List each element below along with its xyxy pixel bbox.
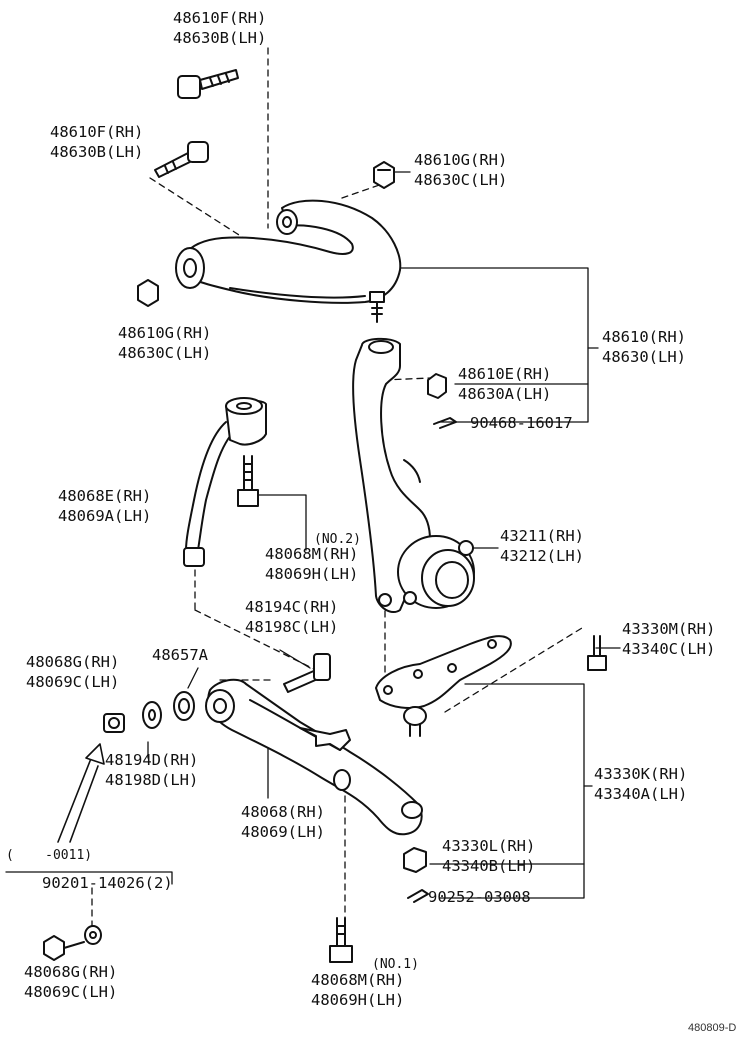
label-lower-cotter-pin: 90252-03008 xyxy=(428,888,531,906)
label-washer-part: 90201-14026(2) xyxy=(42,874,173,892)
label-line: 48069H(LH) xyxy=(265,565,359,583)
lower-ball-nut xyxy=(403,847,427,873)
lower-washer xyxy=(142,701,162,729)
upper-cotter-pin xyxy=(433,417,457,429)
label-production-range: ( -0011) xyxy=(6,848,93,863)
strut-nut-left xyxy=(103,713,125,733)
label-line: 48630(LH) xyxy=(602,348,686,366)
label-strut-bar: 48068E(RH) 48069A(LH) xyxy=(58,486,151,526)
lower-control-arm xyxy=(205,678,423,836)
label-line: 48630C(LH) xyxy=(118,344,212,362)
label-line: 48069C(LH) xyxy=(24,983,118,1001)
label-line: 48610F(RH) xyxy=(173,9,267,27)
upper-bolt-left xyxy=(154,141,209,178)
label-strut-nut-left: 48068G(RH) 48069C(LH) xyxy=(26,652,119,692)
bushing-retainer xyxy=(173,691,195,721)
label-line: 48198C(LH) xyxy=(245,618,339,636)
label-line: 48630B(LH) xyxy=(173,29,267,47)
steering-knuckle xyxy=(352,337,475,614)
label-upper-bolt-left: 48610F(RH) 48630B(LH) xyxy=(50,122,143,162)
label-line: 48610G(RH) xyxy=(118,324,212,342)
label-line: 48198D(LH) xyxy=(105,771,199,789)
label-strut-nut-bottom: 48068G(RH) 48069C(LH) xyxy=(24,962,117,1002)
label-strut-bolt-no2-tag: (NO.2) xyxy=(314,532,361,547)
lower-ball-bolt xyxy=(587,635,607,671)
upper-nut-right xyxy=(373,161,395,189)
label-upper-nut-right: 48610G(RH) 48630C(LH) xyxy=(414,150,507,190)
label-upper-ball-nut: 48610E(RH) 48630A(LH) xyxy=(458,364,551,404)
label-upper-cotter-pin: 90468-16017 xyxy=(470,414,573,432)
label-upper-nut-left: 48610G(RH) 48630C(LH) xyxy=(118,323,211,363)
label-line: 48068E(RH) xyxy=(58,487,152,505)
label-line: 48630C(LH) xyxy=(414,171,508,189)
arrow-icon xyxy=(57,743,105,843)
label-strut-bolt-no2: 48068M(RH) 48069H(LH) xyxy=(265,544,358,584)
strut-nut-bottom xyxy=(43,925,102,961)
label-line: 48069A(LH) xyxy=(58,507,152,525)
label-strut-bolt-no1: 48068M(RH) 48069H(LH) xyxy=(311,970,404,1010)
label-bushing-retainer: 48657A xyxy=(152,646,208,664)
label-lower-ball-nut: 43330L(RH) 43340B(LH) xyxy=(442,836,535,876)
label-lower-washer: 48194D(RH) 48198D(LH) xyxy=(105,750,198,790)
label-line: 48610(RH) xyxy=(602,328,686,346)
label-line: 48069H(LH) xyxy=(311,991,405,1009)
label-line: 43340C(LH) xyxy=(622,640,716,658)
label-line: 48068G(RH) xyxy=(24,963,118,981)
label-line: 48610G(RH) xyxy=(414,151,508,169)
label-line: 48194C(RH) xyxy=(245,598,339,616)
label-upper-bolt-top: 48610F(RH) 48630B(LH) xyxy=(173,8,266,48)
label-line: 43340A(LH) xyxy=(594,785,688,803)
label-line: 43211(RH) xyxy=(500,527,584,545)
label-knuckle: 43211(RH) 43212(LH) xyxy=(500,526,584,566)
label-line: 48610F(RH) xyxy=(50,123,144,141)
lower-bolt xyxy=(283,653,331,693)
upper-control-arm xyxy=(175,199,402,323)
label-lower-ball-bolt: 43330M(RH) 43340C(LH) xyxy=(622,619,715,659)
upper-nut-left xyxy=(137,279,159,307)
label-line: 43330L(RH) xyxy=(442,837,536,855)
upper-bolt-top xyxy=(177,69,239,99)
strut-bolt-no2 xyxy=(237,455,259,507)
label-line: 43212(LH) xyxy=(500,547,584,565)
label-upper-arm: 48610(RH) 48630(LH) xyxy=(602,327,686,367)
label-line: 48610E(RH) xyxy=(458,365,552,383)
label-line: 48068(RH) xyxy=(241,803,325,821)
label-line: 43340B(LH) xyxy=(442,857,536,875)
label-line: 48068M(RH) xyxy=(311,971,405,989)
label-line: 48069C(LH) xyxy=(26,673,120,691)
label-line: 48630A(LH) xyxy=(458,385,552,403)
upper-ball-nut xyxy=(427,373,447,399)
label-line: 43330K(RH) xyxy=(594,765,688,783)
label-line: 48630B(LH) xyxy=(50,143,144,161)
label-lower-ball-joint: 43330K(RH) 43340A(LH) xyxy=(594,764,687,804)
strut-bolt-no1 xyxy=(329,917,353,963)
label-line: 48068M(RH) xyxy=(265,545,359,563)
label-lower-arm: 48068(RH) 48069(LH) xyxy=(241,802,325,842)
strut-bar xyxy=(183,397,267,567)
lower-cotter-pin xyxy=(407,889,429,903)
dashed-assembly-lines xyxy=(91,47,583,929)
label-line: 48069(LH) xyxy=(241,823,325,841)
lower-ball-joint xyxy=(375,635,512,737)
figure-code: 480809-D xyxy=(688,1022,737,1034)
label-line: 48194D(RH) xyxy=(105,751,199,769)
label-line: 48068G(RH) xyxy=(26,653,120,671)
label-lower-bolt: 48194C(RH) 48198C(LH) xyxy=(245,597,338,637)
label-strut-bolt-no1-tag: (NO.1) xyxy=(372,957,419,972)
label-line: 43330M(RH) xyxy=(622,620,716,638)
